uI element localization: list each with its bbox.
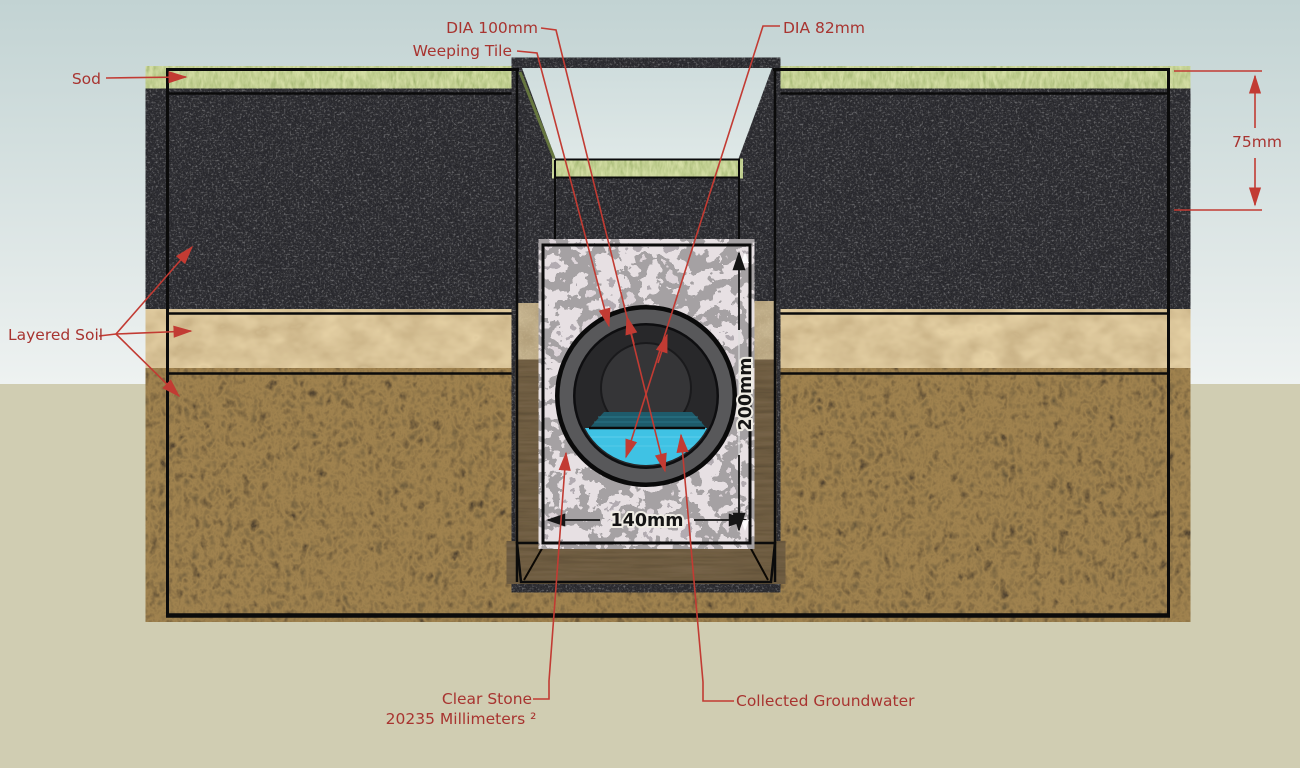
groundwater-leader [676,433,734,702]
box-bottom-seam-left [523,544,545,581]
dia100-upper-arrow [625,315,638,345]
clear-stone-label: Clear Stone [442,690,532,708]
slope-grass-edge [518,71,556,159]
clear-stone-area-label: 20235 Millimeters ² [386,710,537,728]
recessed-sod-strip [556,160,739,177]
cover-depth-label: 75mm [1232,133,1282,151]
trench-opening-sky [522,68,772,160]
annotation-labels: Sod Layered Soil Weeping Tile DIA 100mm … [8,19,915,728]
stone-height-dimension: 200mm [736,358,756,431]
weeping-tile-leader [516,50,611,328]
sod-leader [105,71,188,84]
sod-label: Sod [72,70,101,88]
layered-soil-leader-stub [98,333,117,337]
right-wall-wood-face [748,367,775,545]
layered-soil-label: Layered Soil [8,326,103,344]
clear-stone-leader [533,451,571,700]
trench-width-dimension: 140mm [611,511,684,531]
right-wall-sand-face [749,305,775,371]
layered-soil-leader-sand [115,325,193,338]
trench-box-bottom [517,543,775,582]
layered-soil-leader-topsoil [115,245,193,335]
dimension-140mm: 140mm [546,509,748,533]
section-border [166,68,1170,618]
weeping-tile-label: Weeping Tile [413,42,512,60]
dimension-75mm: 75mm [1174,70,1282,211]
box-bottom-seam-right [748,544,769,581]
left-wall-wood-face [517,367,544,545]
dia82-upper-arrow [655,333,668,364]
dimension-200mm: 200mm [732,251,758,532]
dia82-label: DIA 82mm [783,19,865,37]
dia82-leader [625,25,780,459]
water-surface [590,412,706,428]
collected-groundwater-label: Collected Groundwater [736,692,915,710]
annotation-leaders [98,25,780,702]
left-wall-sand-face [517,307,544,371]
layered-soil-leader-subsoil [115,333,181,398]
dia100-label: DIA 100mm [446,19,538,37]
